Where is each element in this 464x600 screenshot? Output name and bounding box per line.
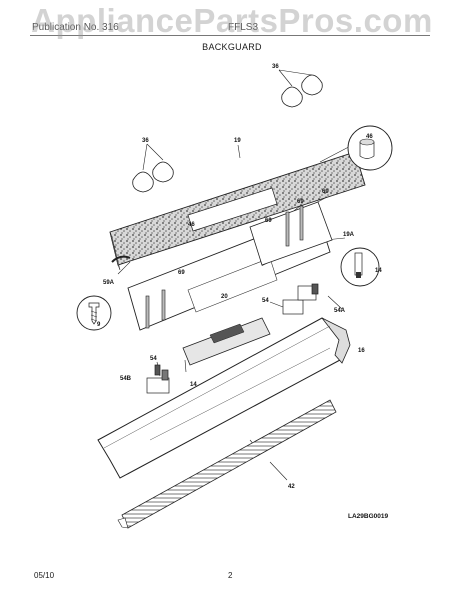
callout-59a: 59A: [103, 280, 115, 286]
callout-69-c: 69: [265, 218, 272, 224]
switch-54-right: [282, 283, 319, 315]
callout-19a: 19A: [343, 232, 355, 238]
callout-20: 20: [221, 294, 228, 300]
header-model: FFLS3: [228, 22, 259, 33]
overlay-46-detail: [347, 125, 393, 171]
rear-frame: [249, 201, 333, 266]
vent-trim-42: [117, 399, 337, 529]
callout-14-lower: 14: [190, 382, 197, 388]
callout-36-upper: 36: [272, 64, 279, 70]
section-title: BACKGUARD: [202, 42, 262, 52]
header-divider: [30, 35, 430, 36]
callout-42: 42: [288, 484, 295, 490]
callout-69-a: 69: [322, 189, 329, 195]
callout-19: 19: [234, 138, 241, 144]
callout-9: 9: [97, 322, 101, 328]
wire-harness-59a: [111, 255, 131, 263]
callout-54a: 54A: [334, 308, 346, 314]
figure-code: LA29BG0019: [348, 513, 388, 520]
control-board-20: [182, 317, 271, 366]
knob-36-upper-left: [132, 161, 174, 193]
header-publication: Publication No. 316: [32, 22, 119, 33]
callout-54-left: 54: [150, 356, 157, 362]
backguard-housing-16: [97, 317, 351, 479]
callout-14-detail: 14: [375, 268, 382, 274]
callout-54-right: 54: [262, 298, 269, 304]
control-panel-19: [109, 151, 366, 271]
screw-9-detail: [76, 295, 112, 331]
footer-page-number: 2: [228, 571, 233, 580]
knob-36-upper-right: [281, 74, 323, 108]
site-watermark: AppliancePartsPros.com: [31, 2, 433, 39]
callout-54b: 54B: [120, 376, 132, 382]
callout-16: 16: [358, 348, 365, 354]
callout-36-left: 36: [142, 138, 149, 144]
switch-54-left: [146, 364, 170, 394]
callout-46-panel: 46: [188, 222, 195, 228]
footer-date: 05/10: [34, 571, 55, 580]
callout-69-b: 69: [297, 199, 304, 205]
switch-14-detail: [340, 247, 380, 287]
screws-69: [145, 205, 304, 329]
callout-46-detail: 46: [366, 134, 373, 140]
callout-69-d: 69: [178, 270, 185, 276]
